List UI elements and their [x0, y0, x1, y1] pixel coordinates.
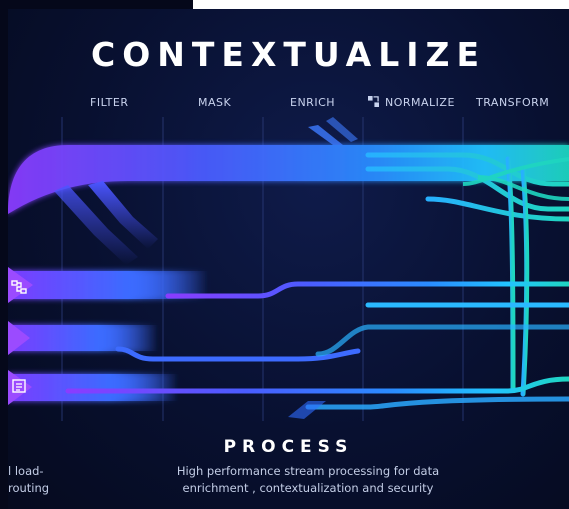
side-caption: l load- routing: [8, 463, 49, 497]
process-panel: CONTEXTUALIZE FILTER MASK ENRICH NORMALI…: [8, 9, 569, 509]
page-title: CONTEXTUALIZE: [91, 35, 486, 74]
stage-filter: FILTER: [90, 96, 129, 109]
process-description-line2: enrichment , contextualization and secur…: [182, 481, 434, 495]
stage-transform: TRANSFORM: [476, 96, 550, 109]
side-caption-line2: routing: [8, 481, 50, 495]
normalize-icon: [368, 96, 379, 107]
process-title: PROCESS: [223, 437, 354, 457]
routing-icon: [11, 280, 27, 294]
top-white-strip: [193, 0, 569, 9]
stage-normalize: NORMALIZE: [368, 96, 455, 109]
data-flow-diagram: [8, 117, 569, 421]
process-description: High performance stream processing for d…: [158, 463, 458, 497]
process-description-line1: High performance stream processing for d…: [176, 464, 440, 478]
document-icon: [12, 379, 26, 393]
stage-mask: MASK: [198, 96, 232, 109]
side-caption-line1: l load-: [8, 464, 44, 478]
stage-normalize-label: NORMALIZE: [385, 96, 455, 109]
stage-enrich: ENRICH: [290, 96, 336, 109]
